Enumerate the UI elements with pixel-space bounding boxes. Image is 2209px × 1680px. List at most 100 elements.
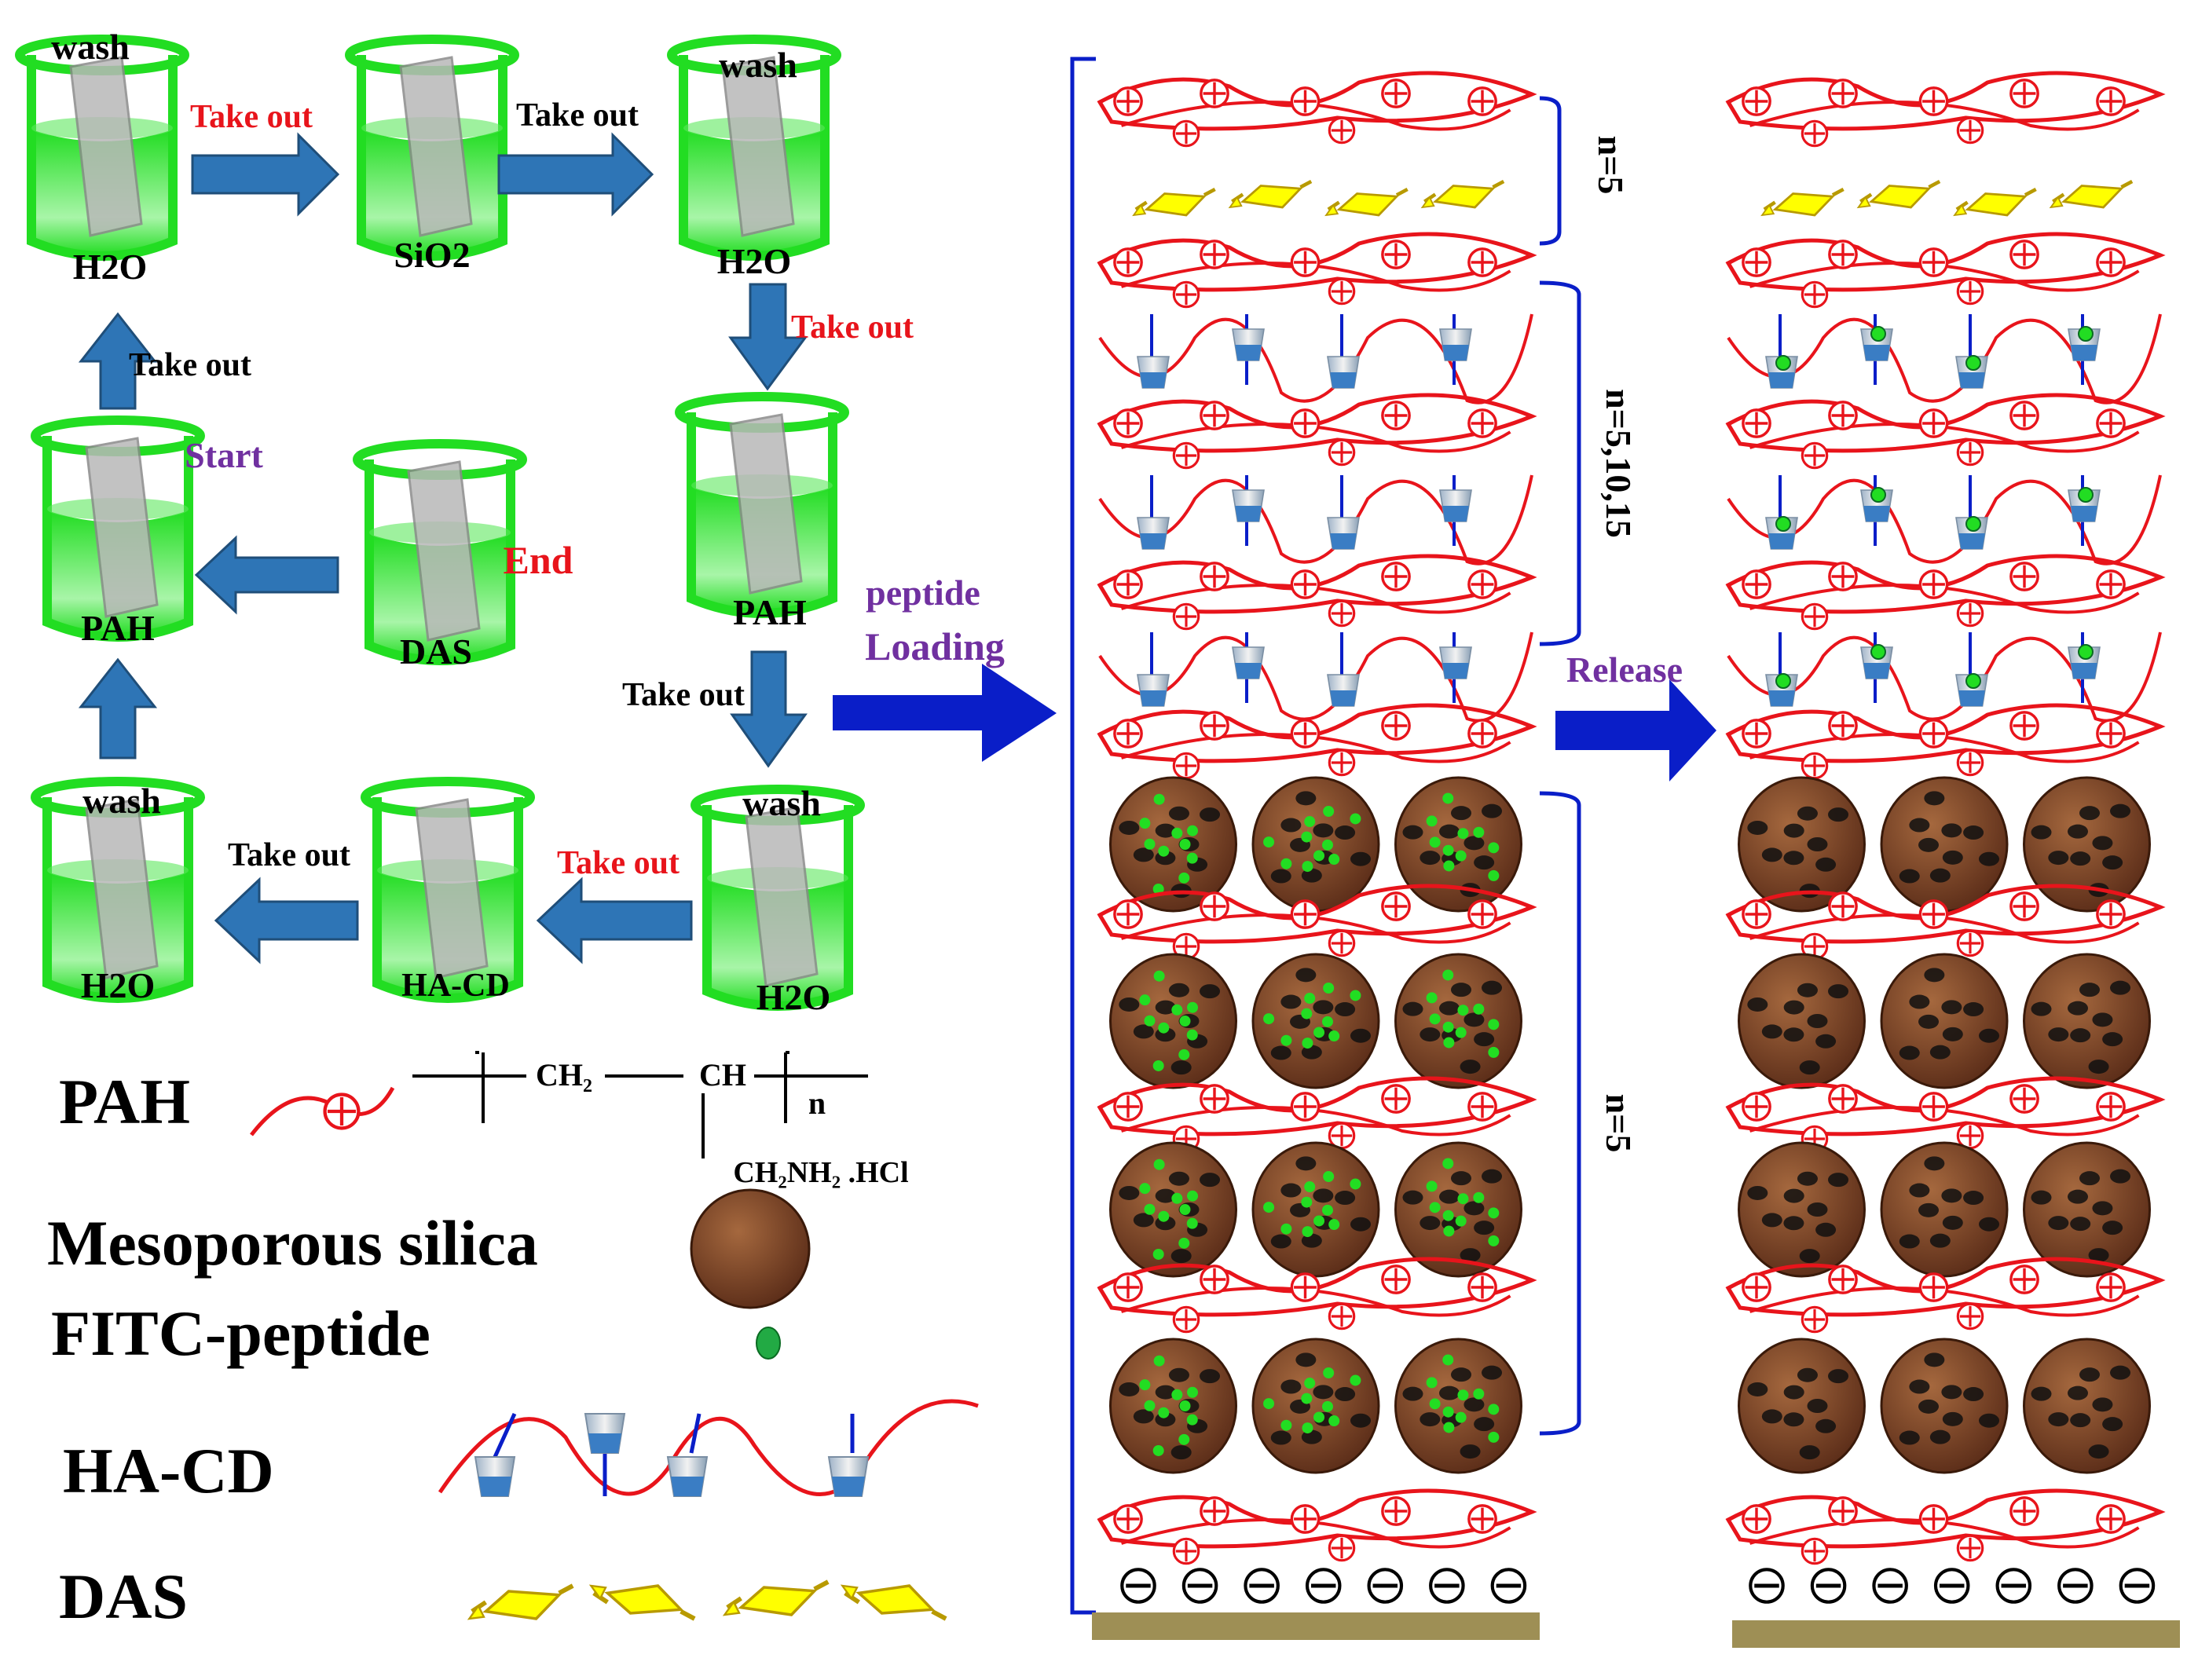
pore xyxy=(1335,825,1356,840)
peptide-dot xyxy=(1442,1158,1454,1169)
pah-structural-formula: CH₂ CH n CH₂NH₂ .HCl xyxy=(412,1051,909,1189)
pah-layer xyxy=(1725,232,2166,309)
pah-charge xyxy=(1200,1496,1229,1526)
pore xyxy=(1799,1445,1820,1460)
pore xyxy=(1828,1173,1849,1188)
peptide-dot xyxy=(1187,1001,1199,1013)
pore xyxy=(1420,851,1441,866)
arrow-left-3 xyxy=(194,535,339,615)
peptide-dot xyxy=(1158,1022,1170,1034)
pore xyxy=(1963,1191,1984,1206)
left-negative-charges xyxy=(1122,1569,1525,1601)
das-layer xyxy=(1762,181,2132,215)
bracket-top-label: n=5 xyxy=(1591,136,1631,195)
pah-layer xyxy=(1097,71,1537,148)
negative-charge xyxy=(1812,1569,1844,1601)
pore xyxy=(1439,1385,1460,1400)
beaker-7-label: H2O xyxy=(81,965,156,1005)
pore xyxy=(1119,1382,1140,1396)
pore xyxy=(1280,994,1302,1009)
pore xyxy=(1350,1028,1372,1043)
pah-charge xyxy=(1113,247,1143,277)
pore xyxy=(1168,1171,1189,1186)
silica-row xyxy=(1738,953,2151,1089)
pore xyxy=(2110,1169,2131,1184)
pah-charge xyxy=(1918,569,1949,599)
beaker-4-label: PAH xyxy=(733,592,807,632)
pore xyxy=(1313,1188,1334,1203)
pore xyxy=(2092,1201,2113,1216)
pore xyxy=(2079,983,2100,997)
peptide-dot xyxy=(1139,994,1151,1006)
pore xyxy=(1301,868,1322,883)
end-label: End xyxy=(504,538,573,582)
silica-particle xyxy=(1394,776,1522,913)
das-molecule xyxy=(1954,189,2036,215)
peptide-dot xyxy=(1139,818,1151,829)
pore xyxy=(1170,1445,1192,1460)
peptide-dot xyxy=(1263,1202,1275,1213)
pore xyxy=(1313,1000,1334,1015)
peptide-dot xyxy=(1323,806,1335,818)
pah-charge xyxy=(1828,562,1858,591)
pore xyxy=(1807,1202,1828,1217)
peptide-dot xyxy=(1457,1389,1469,1401)
pore xyxy=(2079,806,2100,821)
peptide-dot xyxy=(1442,1021,1454,1033)
pah-charge xyxy=(1290,899,1321,929)
peptide-dot xyxy=(1313,1027,1325,1038)
pore xyxy=(1270,1430,1291,1445)
cyclodextrin xyxy=(1327,356,1360,389)
right-stack xyxy=(1725,71,2180,1648)
peptide-dot xyxy=(1443,1422,1455,1433)
pah-charge xyxy=(1801,441,1829,470)
pore xyxy=(1133,1024,1154,1039)
peptide-dot xyxy=(1442,969,1454,981)
das-molecule xyxy=(1326,189,1408,215)
pore xyxy=(1200,984,1221,999)
pah-charge xyxy=(1328,599,1356,628)
pah-layer xyxy=(1097,393,1537,470)
silica-particle xyxy=(1394,1338,1522,1474)
peptide-dot xyxy=(1187,1190,1199,1202)
negative-charge xyxy=(1998,1569,2030,1601)
pore xyxy=(1155,1000,1176,1015)
beaker-4-pah: PAH xyxy=(680,397,844,632)
pah-charge xyxy=(1172,1305,1200,1334)
pore xyxy=(1464,1012,1485,1027)
pore xyxy=(1918,1399,1940,1414)
negative-charge xyxy=(1431,1569,1463,1601)
pore xyxy=(1402,1190,1423,1205)
pah-charge xyxy=(1172,602,1200,631)
legend-das: DAS xyxy=(59,1561,188,1632)
pore xyxy=(2092,1397,2113,1412)
pah-charge xyxy=(1290,719,1321,748)
pore xyxy=(1474,855,1495,870)
pore xyxy=(2031,1386,2052,1401)
pah-charge xyxy=(1328,1302,1356,1330)
beaker-3-h2o: H2O wash xyxy=(672,39,837,281)
pore xyxy=(1200,807,1221,822)
pore xyxy=(1482,1365,1503,1380)
pah-charge xyxy=(1113,719,1143,748)
pah-charge xyxy=(1801,602,1829,631)
pore xyxy=(1918,837,1940,852)
pore xyxy=(2068,1189,2089,1204)
formula-side-chain: CH₂NH₂ .HCl xyxy=(733,1156,908,1189)
das-molecule xyxy=(1762,189,1844,215)
peptide-dot xyxy=(1280,1419,1292,1431)
pore xyxy=(1783,1027,1804,1042)
pore xyxy=(2102,855,2123,870)
pore xyxy=(1482,980,1503,995)
pah-charge xyxy=(1918,247,1949,277)
pore xyxy=(1941,1385,1962,1400)
hacd-layer xyxy=(1098,474,1533,565)
pore xyxy=(1295,791,1317,806)
pah-charge xyxy=(2009,401,2039,430)
cyclodextrin xyxy=(1137,356,1170,389)
hacd-layer xyxy=(1098,631,1533,723)
peptide-dot xyxy=(1313,1215,1325,1227)
peptide-dot xyxy=(1488,842,1500,854)
pah-charge xyxy=(1828,1084,1858,1114)
